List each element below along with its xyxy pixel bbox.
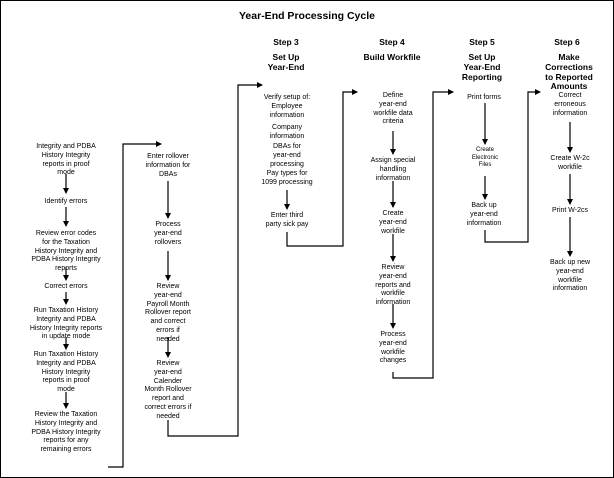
step-5-name: Set Up Year-End Reporting — [461, 52, 503, 82]
col4-step-5: Process year-end workfile changes — [379, 331, 407, 365]
step-4-name: Build Workfile — [363, 52, 421, 62]
step-6-name: Make Corrections to Reported Amounts — [545, 52, 593, 92]
col2-step-1: Enter rollover information for DBAs — [145, 153, 191, 178]
col3-verify-item-3: DBAs for year-end processing — [270, 143, 304, 168]
col4-step-4: Review year-end reports and workfile inf… — [375, 264, 411, 306]
col1-step-7: Review the Taxation History Integrity an… — [31, 411, 101, 453]
col3-verify-item-1: Employee information — [269, 103, 305, 119]
col3-verify-header: Verify setup of: — [263, 94, 311, 101]
col1-step-4: Correct errors — [44, 283, 88, 290]
col2-step-2: Process year-end rollovers — [154, 221, 182, 246]
col6-step-2: Create W-2c workfile — [550, 155, 590, 171]
col3-verify-item-2: Company information — [269, 124, 305, 140]
col6-step-4: Back up new year-end workfile informatio… — [549, 259, 591, 293]
step-4-label: Step 4 — [379, 37, 405, 47]
col5-step-3: Back up year-end information — [466, 202, 502, 227]
col3-step-last: Enter third party sick pay — [265, 212, 309, 228]
col4-step-3: Create year-end workfile — [379, 210, 407, 235]
col4-step-1: Define year-end workfile data criteria — [373, 92, 413, 126]
col1-step-1: Integrity and PDBA History Integrity rep… — [36, 143, 96, 177]
step-3-name: Set Up Year-End — [267, 52, 305, 72]
col4-step-2: Assign special handling information — [370, 157, 416, 182]
col1-step-5: Run Taxation History Integrity and PDBA … — [29, 307, 103, 341]
col1-step-2: Identify errors — [44, 198, 88, 205]
step-3-label: Step 3 — [273, 37, 299, 47]
step-6-label: Step 6 — [554, 37, 580, 47]
col5-step-2: Create Electronic Files — [471, 147, 499, 168]
col3-verify-item-4: Pay types for 1099 processing — [261, 170, 313, 186]
col2-step-4: Review year-end Calender Month Rollover … — [144, 360, 192, 420]
step-5-label: Step 5 — [469, 37, 495, 47]
col6-step-3: Print W-2cs — [551, 207, 589, 214]
col1-step-6: Run Taxation History Integrity and PDBA … — [33, 351, 99, 393]
col6-step-1: Correct erroneous information — [552, 92, 588, 117]
col5-step-1: Print forms — [467, 94, 501, 101]
diagram-title: Year-End Processing Cycle — [239, 10, 375, 22]
